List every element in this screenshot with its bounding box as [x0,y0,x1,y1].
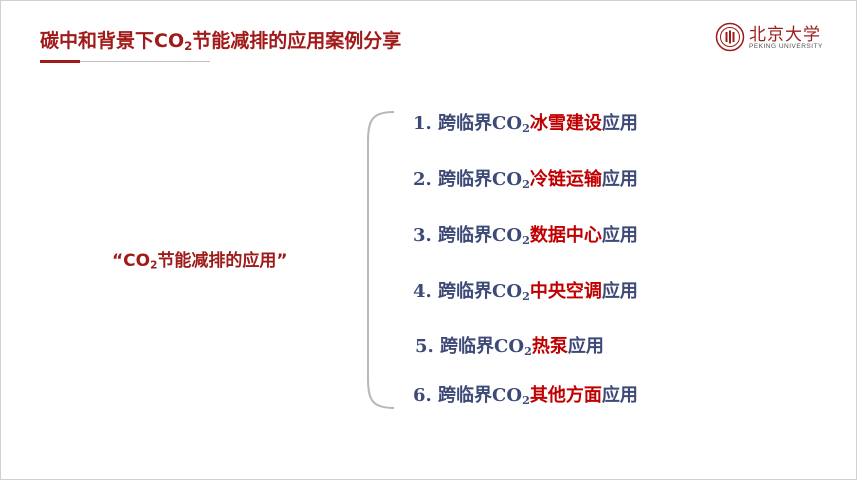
list-item: 5. 跨临界CO2热泵应用 [415,336,604,358]
list-bracket [367,111,395,409]
university-logo: 北京大学 PEKING UNIVERSITY [715,20,825,56]
title-underline-accent [40,60,80,63]
title-underline [80,61,210,62]
university-emblem-icon [715,22,745,52]
list-item: 4. 跨临界CO2中央空调应用 [413,281,638,303]
logo-english-text: PEKING UNIVERSITY [749,43,823,50]
section-label: “CO2节能减排的应用” [112,251,288,272]
list-item: 3. 跨临界CO2数据中心应用 [413,225,638,247]
logo-chinese-text: 北京大学 [749,25,821,45]
list-item: 6. 跨临界CO2其他方面应用 [413,385,638,407]
page-title: 碳中和背景下CO2节能减排的应用案例分享 [40,30,402,53]
list-item: 1. 跨临界CO2冰雪建设应用 [413,113,638,135]
list-item: 2. 跨临界CO2冷链运输应用 [413,169,638,191]
